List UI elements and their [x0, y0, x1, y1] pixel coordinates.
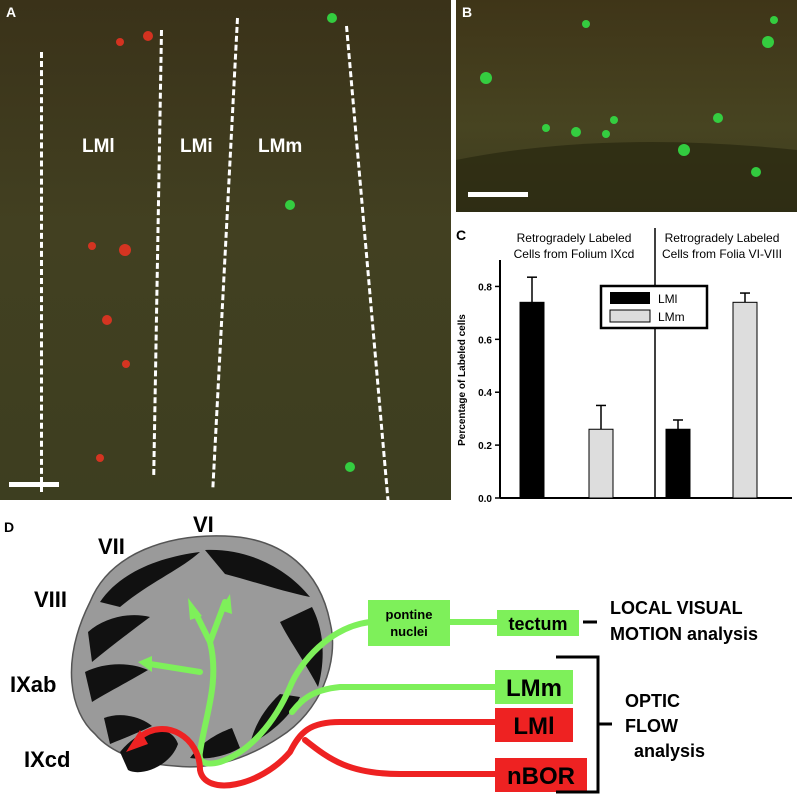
folium-label-viii: VIII	[34, 587, 67, 612]
node-lmm	[495, 670, 573, 704]
optic-flow-bracket	[556, 655, 612, 794]
local-motion-line2: MOTION analysis	[610, 624, 758, 644]
panel-b-micrograph: B	[456, 0, 797, 212]
panel-a-micrograph: A LMl LMi LMm	[0, 0, 451, 500]
node-nbor-label: nBOR	[507, 763, 575, 790]
header-right-line2: Cells from Folia VI-VIII	[662, 247, 782, 261]
node-pontine-nuclei	[368, 600, 450, 646]
node-lml	[495, 708, 573, 742]
arrowhead-icon	[126, 730, 148, 752]
header-left-line2: Cells from Folium IXcd	[514, 247, 635, 261]
legend-label-lmm: LMm	[658, 310, 685, 324]
optic-flow-line3: analysis	[634, 741, 705, 761]
optic-flow-line2: FLOW	[625, 716, 678, 736]
node-pontine-line1: pontine	[386, 607, 433, 622]
panel-b-label: B	[462, 4, 473, 20]
region-label-lmi: LMi	[180, 136, 213, 157]
y-tick-label: 0.6	[478, 335, 492, 346]
folium-label-vii: VII	[98, 534, 125, 559]
node-nbor	[495, 758, 587, 792]
region-label-lmm: LMm	[258, 136, 303, 157]
bar-lml	[665, 428, 691, 499]
arrowhead-icon	[220, 594, 232, 614]
legend-label-lml: LMl	[658, 292, 677, 306]
node-pontine-line2: nuclei	[390, 624, 428, 639]
bar-lml	[519, 301, 545, 499]
panel-c-label: C	[456, 227, 466, 243]
cerebellum-section	[70, 535, 334, 773]
boundary-line	[40, 52, 43, 492]
y-tick-label: 0.4	[478, 388, 492, 399]
optic-flow-line1: OPTIC	[625, 691, 680, 711]
panel-a-label: A	[6, 4, 17, 20]
local-motion-line1: LOCAL VISUAL	[610, 598, 743, 618]
arrowhead-icon	[188, 598, 202, 620]
y-tick-label: 0.8	[478, 282, 492, 293]
bar-lmm	[588, 428, 614, 499]
scale-bar	[9, 482, 59, 487]
labeled-cells	[456, 16, 797, 212]
panel-c-chart: C Retrogradely Labeled Cells from Folium…	[452, 220, 797, 510]
folium-label-ixcd: IXcd	[24, 747, 70, 772]
region-label-lml: LMl	[82, 136, 115, 157]
legend-swatch-lml	[610, 292, 650, 304]
pathway-diagram: D VII VI VIII IXab IXcd	[4, 512, 758, 794]
header-left-line1: Retrogradely Labeled	[517, 231, 632, 245]
folium-label-ixab: IXab	[10, 672, 56, 697]
labeled-cells	[88, 13, 355, 472]
scale-bar	[468, 192, 528, 197]
panel-d-diagram: D VII VI VIII IXab IXcd	[0, 512, 797, 800]
legend-swatch-lmm	[609, 309, 651, 323]
node-tectum	[497, 610, 579, 636]
arrowhead-icon	[138, 656, 152, 672]
node-tectum-label: tectum	[508, 614, 567, 634]
bar-chart: C Retrogradely Labeled Cells from Folium…	[456, 227, 792, 505]
node-lml-label: LMl	[513, 713, 554, 740]
folium-label-vi: VI	[193, 512, 214, 537]
y-tick-label: 0.0	[478, 494, 492, 505]
header-right-line1: Retrogradely Labeled	[665, 231, 780, 245]
y-axis-label: Percentage of Labeled cells	[457, 314, 468, 446]
node-lmm-label: LMm	[506, 675, 562, 702]
panel-d-label: D	[4, 519, 14, 535]
bar-lmm	[732, 301, 758, 499]
y-tick-label: 0.2	[478, 441, 492, 452]
